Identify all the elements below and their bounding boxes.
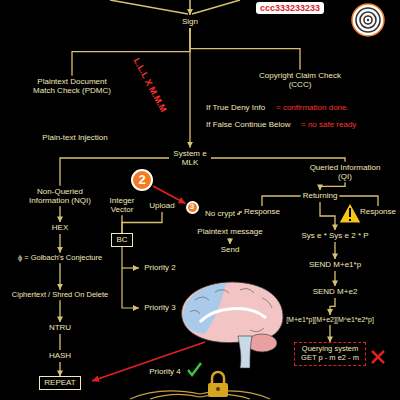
process-step: Sys e * Sys e 2 * P bbox=[299, 230, 370, 241]
node-text: Integer Vector bbox=[104, 196, 140, 214]
flow-connector bbox=[190, 28, 300, 70]
flow-connector bbox=[59, 300, 60, 322]
node-text: Send bbox=[221, 245, 240, 254]
process-step: Response bbox=[358, 206, 398, 217]
note-text: L.L.L X M.M.M bbox=[131, 55, 169, 114]
node-text: Upload bbox=[149, 201, 174, 210]
node-text: Non-Queried Information (NQI) bbox=[29, 187, 91, 205]
node-text: 2 bbox=[138, 173, 145, 188]
node-text: BC bbox=[116, 235, 127, 244]
node-text: ϕ = Golbach's Conjecture bbox=[18, 254, 102, 263]
input-lines bbox=[110, 0, 240, 15]
process-step: NTRU bbox=[47, 322, 73, 333]
process-step: Returning bbox=[301, 190, 340, 201]
priority-label: Priority 2 bbox=[143, 263, 177, 272]
node-text: System e MLK bbox=[171, 149, 209, 167]
note-text: If False Continue Below bbox=[205, 120, 292, 129]
note-text: = no safe ready bbox=[300, 120, 357, 129]
priority-label: Priority 3 bbox=[143, 303, 177, 312]
node-text: Plaintext message bbox=[197, 227, 262, 236]
node-text: NTRU bbox=[49, 323, 71, 332]
process-step: Send bbox=[219, 244, 242, 255]
process-step: Plaintext Document Match Check (PDMC) bbox=[26, 76, 118, 96]
callout-number: 3 bbox=[186, 201, 199, 214]
process-step: System e MLK bbox=[169, 148, 211, 168]
node-text: [M+e1*p][M+e2][M^e1*e2*p] bbox=[286, 316, 374, 324]
node-text: Sign bbox=[182, 17, 198, 26]
flow-connector bbox=[229, 238, 230, 245]
flow-connector bbox=[72, 28, 190, 76]
flow-connector bbox=[262, 196, 301, 206]
callout-number: 2 bbox=[131, 169, 153, 191]
node-text: HEX bbox=[52, 223, 68, 232]
process-step: Non-Queried Information (NQI) bbox=[27, 186, 93, 206]
note-text: If True Deny Info bbox=[205, 103, 266, 112]
node-text: Response bbox=[244, 207, 280, 216]
spiral-icon bbox=[352, 4, 384, 36]
flow-connector bbox=[329, 325, 330, 342]
node-text: Plaintext Document Match Check (PDMC) bbox=[28, 77, 116, 95]
node-text: SEND M+e1*p bbox=[309, 260, 361, 269]
node-text: Ciphertext / Shred On Delete bbox=[12, 291, 108, 300]
node-text: Response bbox=[360, 207, 396, 216]
priority-lines bbox=[122, 245, 139, 308]
process-step: Integer Vector bbox=[102, 195, 142, 215]
node-text: SEND M+e2 bbox=[313, 287, 358, 296]
process-step: Queried Information (QI) bbox=[307, 162, 383, 182]
process-step: [M+e1*p][M+e2][M^e1*e2*p] bbox=[284, 315, 376, 325]
flow-connector bbox=[320, 202, 335, 231]
flow-connector bbox=[189, 28, 190, 148]
node-text: REPEAT bbox=[44, 378, 75, 387]
node-text: Querying system GET p - m e2 - m bbox=[298, 345, 362, 362]
node-text: ccc333233233 bbox=[260, 3, 320, 13]
process-step: ϕ = Golbach's Conjecture bbox=[16, 253, 104, 264]
flow-connector bbox=[334, 242, 335, 260]
flow-connector bbox=[334, 271, 335, 287]
process-step: No crypt bbox=[203, 208, 237, 219]
flow-connector bbox=[59, 362, 60, 377]
node-text: No crypt bbox=[205, 209, 235, 218]
process-step: Ciphertext / Shred On Delete bbox=[10, 290, 110, 301]
flow-connector bbox=[59, 206, 60, 222]
process-step: Response bbox=[242, 206, 282, 217]
flow-connector bbox=[330, 298, 335, 315]
flow-connector bbox=[339, 196, 378, 206]
lock-icon bbox=[208, 372, 228, 397]
node-text: Returning bbox=[303, 191, 338, 200]
process-step: SEND M+e2 bbox=[311, 286, 360, 297]
priority-label: Plain-text Injection bbox=[41, 133, 108, 142]
flow-connector bbox=[59, 234, 60, 253]
process-step: Upload bbox=[147, 200, 176, 211]
flow-connector bbox=[59, 334, 60, 351]
query-box: Querying system GET p - m e2 - m bbox=[294, 342, 366, 365]
ornament bbox=[130, 391, 270, 399]
check-mark bbox=[188, 363, 201, 375]
node-text: Sys e * Sys e 2 * P bbox=[301, 231, 368, 240]
code-tag: ccc333233233 bbox=[256, 2, 324, 14]
process-step: Copyright Claim Check (CCC) bbox=[250, 70, 350, 90]
leader-arrow bbox=[92, 342, 205, 381]
flow-connector bbox=[320, 182, 345, 190]
process-step: SEND M+e1*p bbox=[307, 259, 363, 270]
process-step: Sign bbox=[180, 16, 200, 27]
node-text: HASH bbox=[49, 351, 71, 360]
priority-label: Priority 4 bbox=[148, 367, 182, 376]
note-text: = confirmation done. bbox=[275, 103, 350, 112]
process-box: REPEAT bbox=[39, 376, 80, 389]
process-box: BC bbox=[111, 233, 132, 246]
flow-connector bbox=[59, 263, 60, 289]
node-text: Queried Information (QI) bbox=[309, 163, 381, 181]
brain-figure bbox=[182, 282, 283, 368]
process-step: HASH bbox=[47, 350, 73, 361]
node-text: 3 bbox=[190, 202, 194, 211]
cross-mark bbox=[372, 351, 384, 363]
node-text: Copyright Claim Check (CCC) bbox=[252, 71, 348, 89]
process-step: HEX bbox=[50, 222, 70, 233]
process-step: Plaintext message bbox=[195, 226, 264, 237]
